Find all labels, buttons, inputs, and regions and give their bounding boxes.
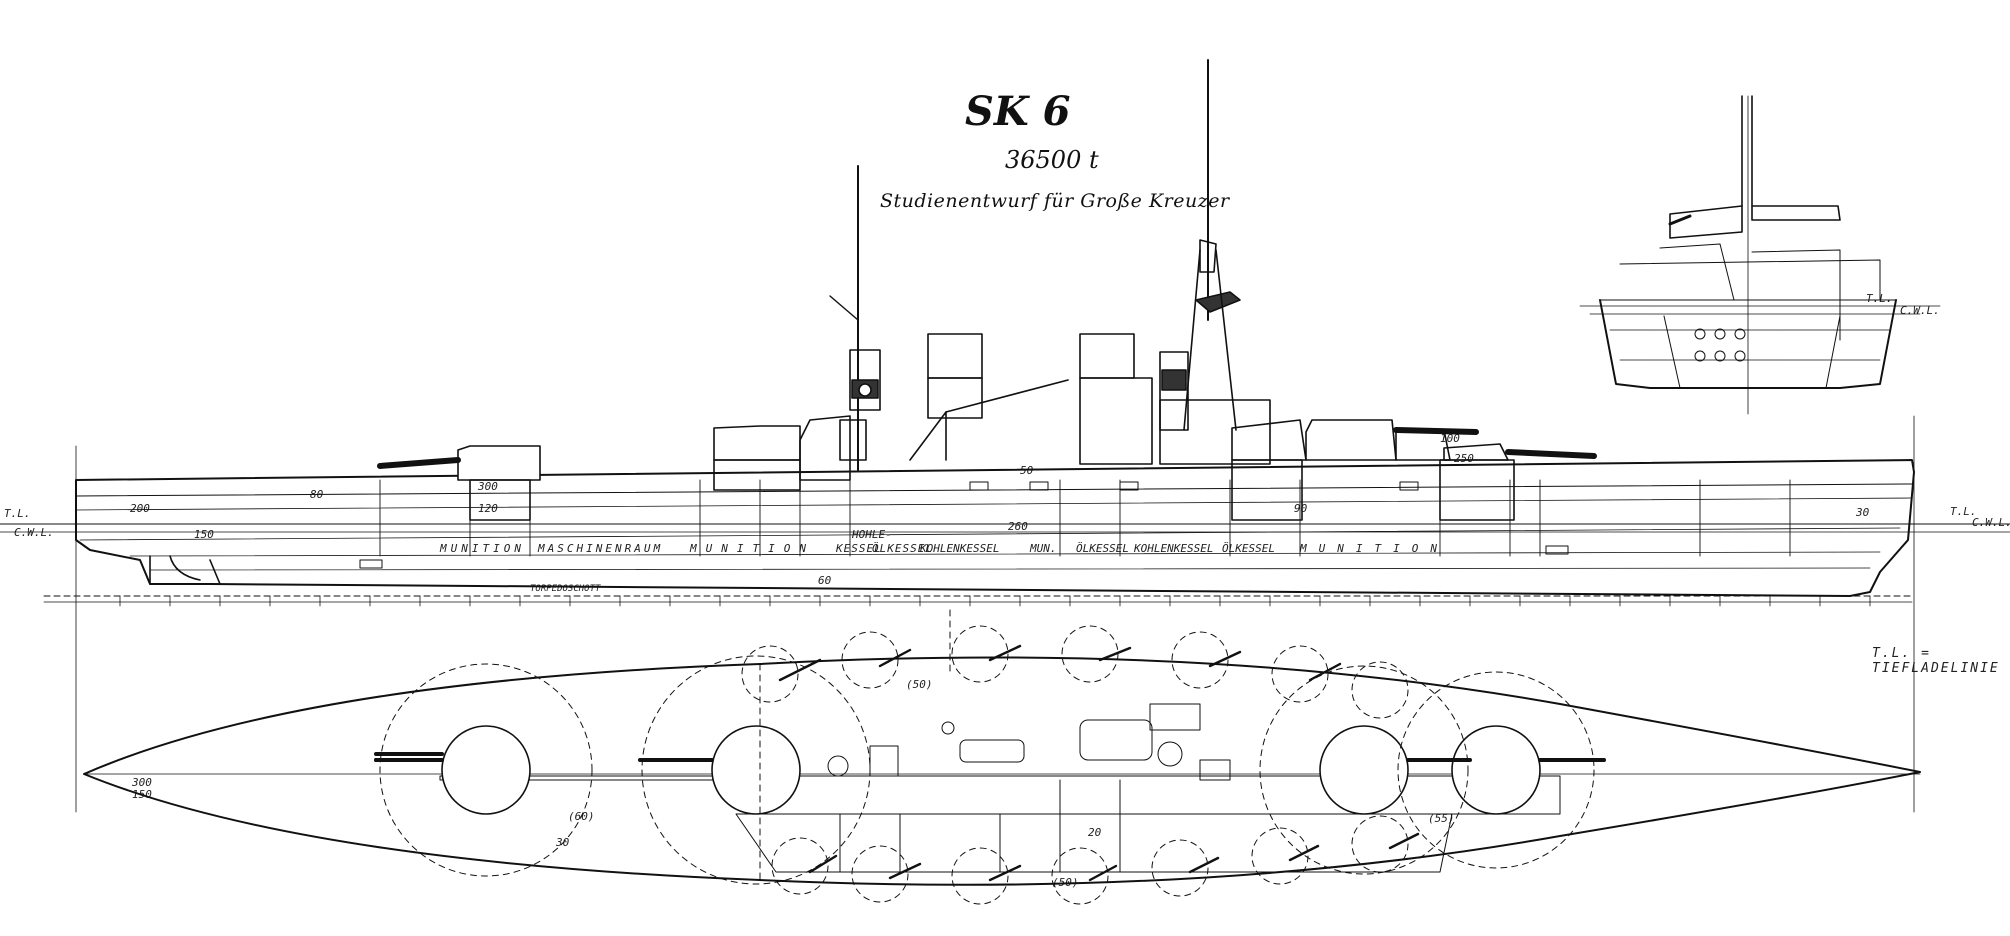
armor-value: 120 bbox=[478, 502, 498, 515]
compartment-label: MUNITION bbox=[1300, 542, 1449, 555]
plan-label: (50) bbox=[1052, 876, 1079, 889]
compartment-label: MASCHINENRAUM bbox=[538, 542, 664, 555]
compartment-label: KESSEL bbox=[836, 542, 882, 555]
compartment-label: MUN. bbox=[1030, 542, 1057, 555]
plan-label: 20 bbox=[1088, 826, 1102, 839]
compartment-label: MUNITION bbox=[690, 542, 815, 555]
compartment-label: ÖLKESSEL bbox=[1222, 542, 1275, 555]
waterline-legend: T.L. = TIEFLADELINIE bbox=[1872, 646, 2000, 676]
plan-view bbox=[83, 609, 1921, 905]
compartment-label: ÖLKESSEL bbox=[1076, 542, 1129, 555]
tl-label-left: T.L. bbox=[4, 507, 31, 520]
armor-value: 200 bbox=[130, 502, 150, 515]
plan-label: 30 bbox=[556, 836, 570, 849]
armor-value: 30 bbox=[1856, 506, 1870, 519]
tl-label-right: T.L. bbox=[1950, 505, 1977, 518]
cwl-label-left: C.W.L. bbox=[14, 526, 54, 539]
compartment-label: KOHLENKESSEL bbox=[920, 542, 1000, 555]
cwl-label-right: C.W.L. bbox=[1972, 516, 2010, 529]
compartment-label: MUNITION bbox=[440, 542, 525, 555]
tl-label-section: T.L. bbox=[1866, 292, 1893, 305]
armor-value: 300 bbox=[478, 480, 498, 493]
drawing-title: SK 6 bbox=[965, 88, 1071, 135]
compartment-label: KOHLENKESSEL bbox=[1134, 542, 1214, 555]
plan-label: (55) bbox=[1428, 812, 1455, 825]
compartment-label: ÖLKESSEL bbox=[872, 542, 933, 555]
armor-value: 250 bbox=[1454, 452, 1474, 465]
plan-label: (50) bbox=[906, 678, 933, 691]
armor-value: 150 bbox=[194, 528, 214, 541]
hull-label: TORPEDOSCHOTT bbox=[530, 584, 601, 594]
side-elevation bbox=[0, 59, 2010, 813]
displacement-label: 36500 t bbox=[1005, 146, 1099, 174]
plan-label: 300 bbox=[132, 776, 152, 789]
armor-value: 90 bbox=[1294, 502, 1308, 515]
armor-value: 260 bbox=[1008, 520, 1028, 533]
armor-value: 60 bbox=[818, 574, 832, 587]
cross-section bbox=[1579, 95, 1941, 415]
drawing-caption: Studienentwurf für Große Kreuzer bbox=[880, 190, 1230, 212]
